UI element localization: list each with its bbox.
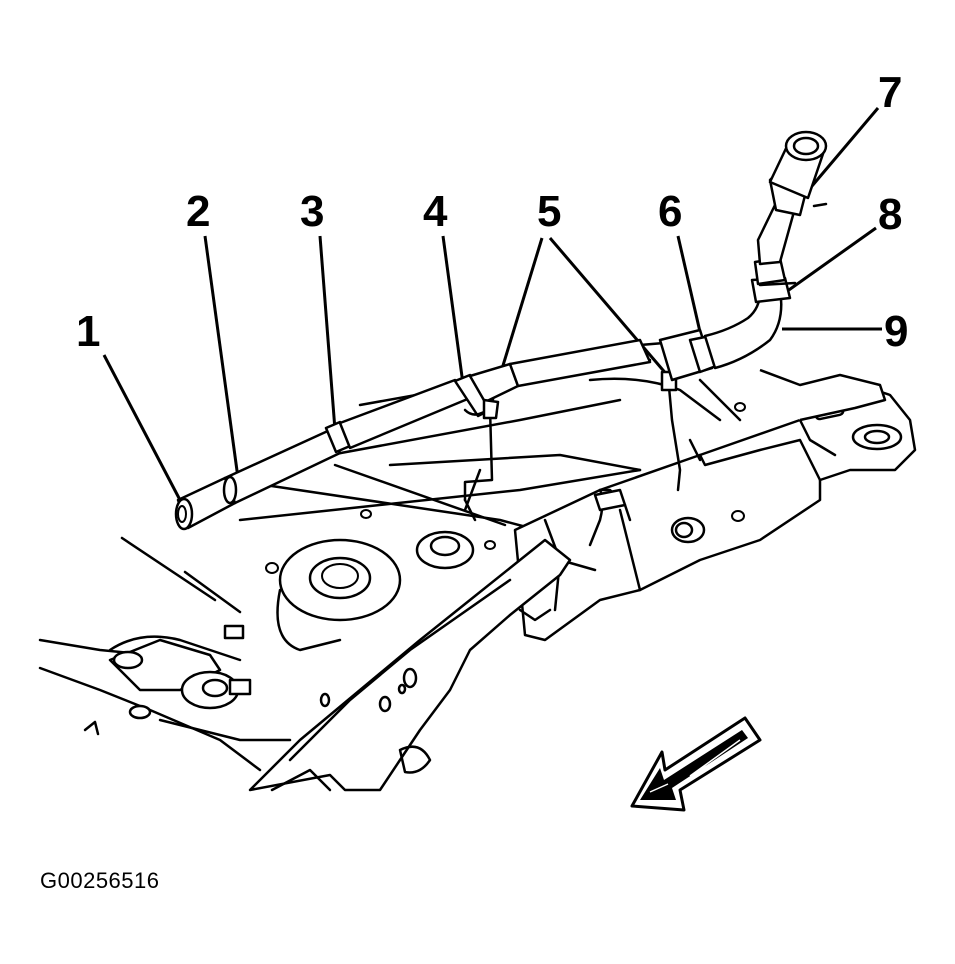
leader-5b (548, 237, 670, 377)
callout-4: 4 (423, 187, 448, 236)
leader-3 (318, 235, 337, 431)
leader-4 (441, 235, 465, 385)
callout-2: 2 (186, 187, 210, 236)
callout-1: 1 (76, 307, 100, 356)
leader-lines (102, 107, 882, 501)
figure-id: G00256516 (40, 868, 160, 893)
leader-8 (785, 226, 877, 294)
callout-3: 3 (300, 187, 324, 236)
leader-2 (203, 235, 240, 479)
tailpipe (703, 130, 828, 370)
callout-6: 6 (658, 187, 682, 236)
exhaust-pipe (174, 328, 742, 531)
callout-9: 9 (884, 307, 908, 356)
front-direction-arrow-icon (630, 716, 762, 812)
rear-subframe (513, 368, 917, 642)
crossmember (248, 538, 572, 792)
spring-seats (265, 509, 496, 652)
callout-5: 5 (537, 187, 561, 236)
front-lower-area (38, 624, 292, 772)
callout-8: 8 (878, 190, 902, 239)
leader-6 (676, 235, 705, 346)
leader-1 (102, 354, 182, 501)
callout-7: 7 (878, 68, 902, 117)
